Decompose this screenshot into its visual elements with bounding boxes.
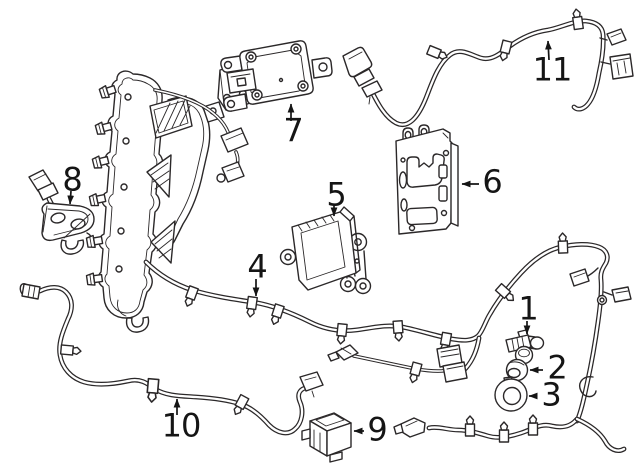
callout-9: 9 <box>367 410 387 449</box>
wiring-harness-part-4 <box>146 232 632 451</box>
callout-11: 11 <box>532 50 573 89</box>
parking-sensor-part-1 <box>505 329 545 365</box>
callout-6: 6 <box>482 162 502 201</box>
callout-8: 8 <box>62 160 82 199</box>
callout-arrow-11 <box>545 40 552 61</box>
callout-1: 1 <box>518 289 538 328</box>
wiring-harness-part-10 <box>19 283 324 433</box>
wiring-harness-part-11 <box>342 7 634 125</box>
control-module-part-7 <box>220 40 333 112</box>
callout-3: 3 <box>541 375 561 414</box>
radar-sensor-part-5 <box>279 206 372 295</box>
callout-7: 7 <box>283 111 303 150</box>
mounting-bracket-part-6 <box>395 124 459 235</box>
grommet-part-2 <box>505 358 529 382</box>
module-part-9 <box>301 412 352 463</box>
callout-4: 4 <box>247 247 267 286</box>
callout-10: 10 <box>161 406 202 445</box>
callout-arrow-8 <box>67 190 75 205</box>
callout-5: 5 <box>326 175 346 214</box>
callout-2: 2 <box>547 348 567 387</box>
retainer-part-3 <box>494 376 528 412</box>
bracket-part-8 <box>28 169 95 255</box>
